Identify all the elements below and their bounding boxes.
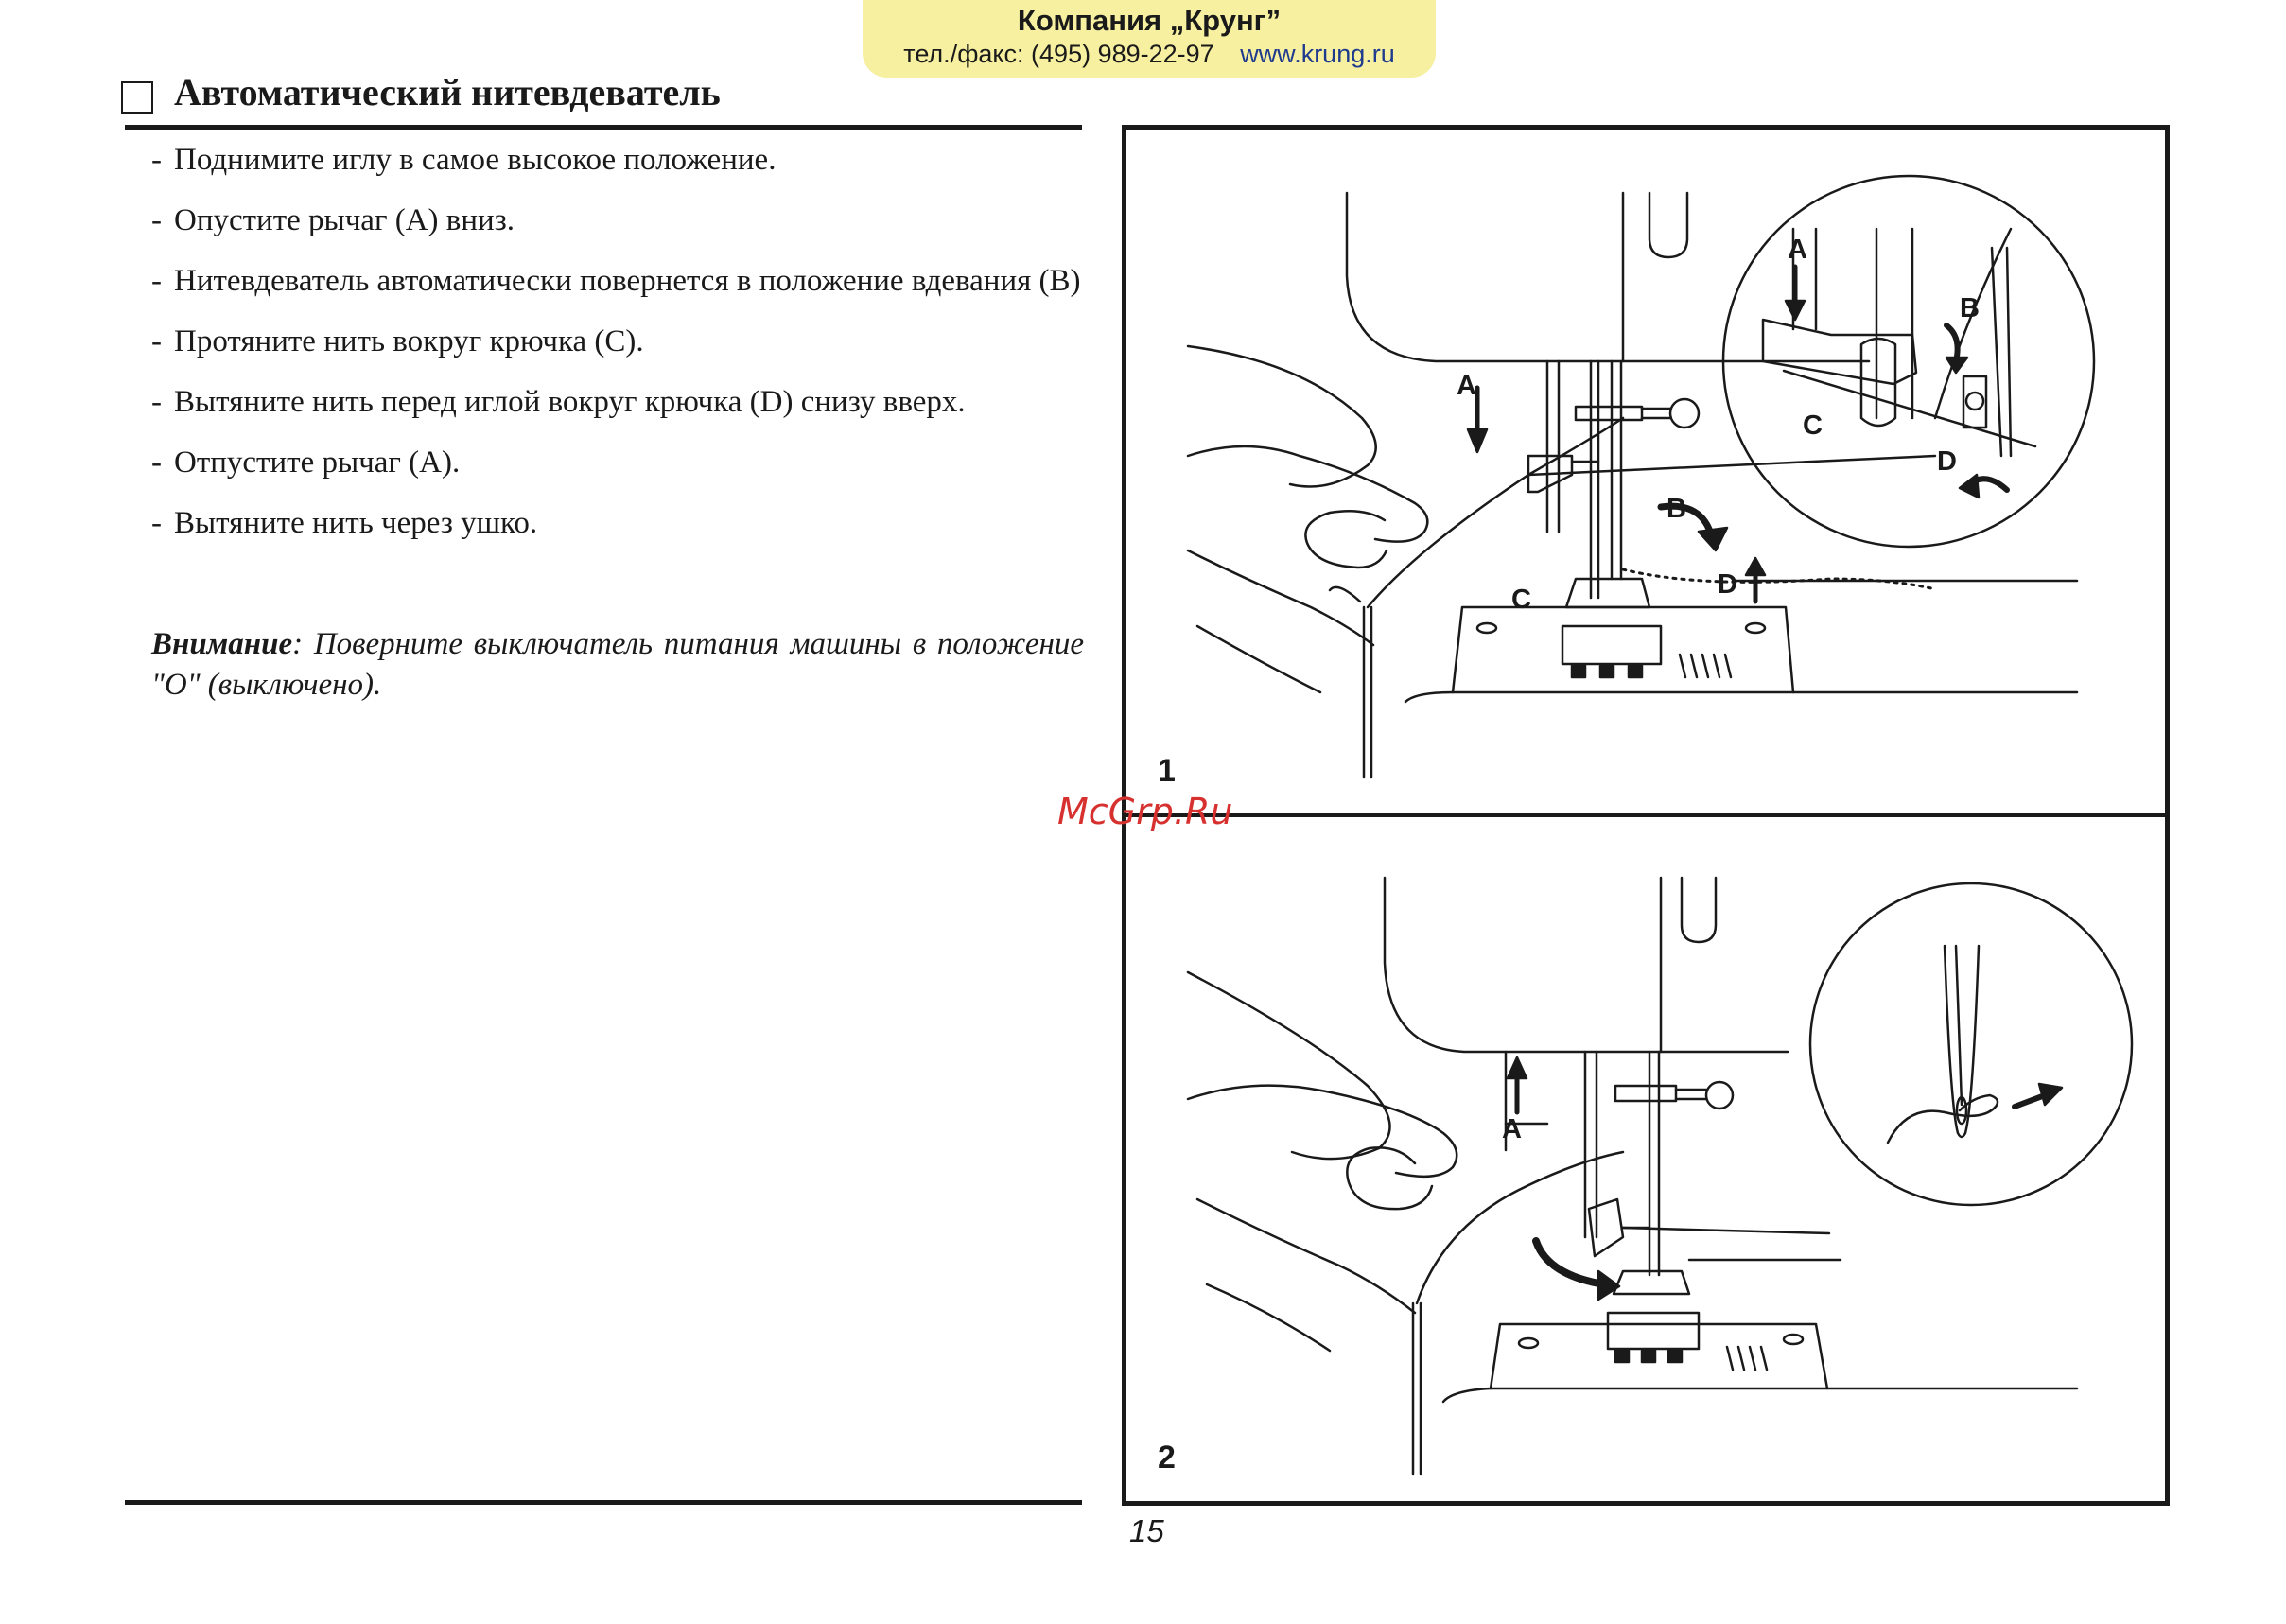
step-dash: - xyxy=(151,324,162,358)
step-item: -Поднимите иглу в самое высокое положени… xyxy=(151,140,1084,180)
step-item: -Нитевдеватель автоматически повернется … xyxy=(151,261,1084,301)
callout-d-panel1: D xyxy=(1718,569,1737,600)
step-text: Вытяните нить перед иглой вокруг крючка … xyxy=(174,385,966,419)
detail-callout-c-panel1: C xyxy=(1803,410,1823,441)
threader-step2-drawing xyxy=(1186,876,2134,1476)
detail-callout-b-panel1: B xyxy=(1960,293,1980,323)
company-header-badge: Компания „Крунг” тел./факс: (495) 989-22… xyxy=(863,0,1436,78)
illustration-panel-1: A B C D A B C D 1 xyxy=(1131,134,2160,810)
top-rule xyxy=(125,125,1082,130)
callout-b-panel1: B xyxy=(1667,494,1686,524)
company-name: Компания „Крунг” xyxy=(1017,4,1282,37)
step-text: Отпустите рычаг (А). xyxy=(174,445,461,480)
panel-number-1: 1 xyxy=(1158,753,1176,789)
detail-callout-a-panel1: A xyxy=(1788,235,1807,265)
section-title: Автоматический нитевдеватель xyxy=(174,71,721,114)
bottom-rule xyxy=(125,1500,1082,1505)
caution-note: Внимание: Поверните выключатель питания … xyxy=(151,624,1084,706)
step-dash: - xyxy=(151,203,162,237)
panel-number-2: 2 xyxy=(1158,1440,1176,1476)
step-item: -Протяните нить вокруг крючка (С). xyxy=(151,322,1084,361)
step-dash: - xyxy=(151,506,162,540)
step-dash: - xyxy=(151,143,162,177)
detail-callout-d-panel1: D xyxy=(1937,446,1957,477)
step-dash: - xyxy=(151,385,162,419)
step-item: -Отпустите рычаг (А). xyxy=(151,443,1084,482)
threader-step1-drawing xyxy=(1186,174,2096,779)
callout-a-panel1: A xyxy=(1457,371,1476,401)
callout-a-panel2: A xyxy=(1502,1114,1522,1144)
callout-c-panel1: C xyxy=(1511,585,1531,615)
watermark: McGrp.Ru xyxy=(1057,791,1233,832)
company-contacts: тел./факс: (495) 989-22-97 www.krung.ru xyxy=(863,40,1436,69)
section-checkbox xyxy=(121,81,153,114)
step-item: -Опустите рычаг (А) вниз. xyxy=(151,201,1084,240)
step-text: Вытяните нить через ушко. xyxy=(174,506,538,540)
page-number: 15 xyxy=(1129,1513,1164,1548)
instruction-steps: -Поднимите иглу в самое высокое положени… xyxy=(151,140,1084,564)
caution-text: : Поверните выключатель питания машины в… xyxy=(151,627,1084,702)
caution-label: Внимание xyxy=(151,627,293,661)
step-text: Поднимите иглу в самое высокое положение… xyxy=(174,143,777,177)
illustration-panel-2: A 2 xyxy=(1131,821,2160,1496)
step-dash: - xyxy=(151,445,162,480)
step-text: Опустите рычаг (А) вниз. xyxy=(174,203,515,237)
step-item: -Вытяните нить через ушко. xyxy=(151,503,1084,543)
step-text: Протяните нить вокруг крючка (С). xyxy=(174,324,644,358)
step-item: -Вытяните нить перед иглой вокруг крючка… xyxy=(151,382,1084,422)
step-text: Нитевдеватель автоматически повернется в… xyxy=(174,264,1081,298)
company-website-link[interactable]: www.krung.ru xyxy=(1240,40,1395,68)
illustration-divider xyxy=(1122,813,2170,817)
company-phone: тел./факс: (495) 989-22-97 xyxy=(903,40,1214,68)
step-dash: - xyxy=(151,264,162,298)
